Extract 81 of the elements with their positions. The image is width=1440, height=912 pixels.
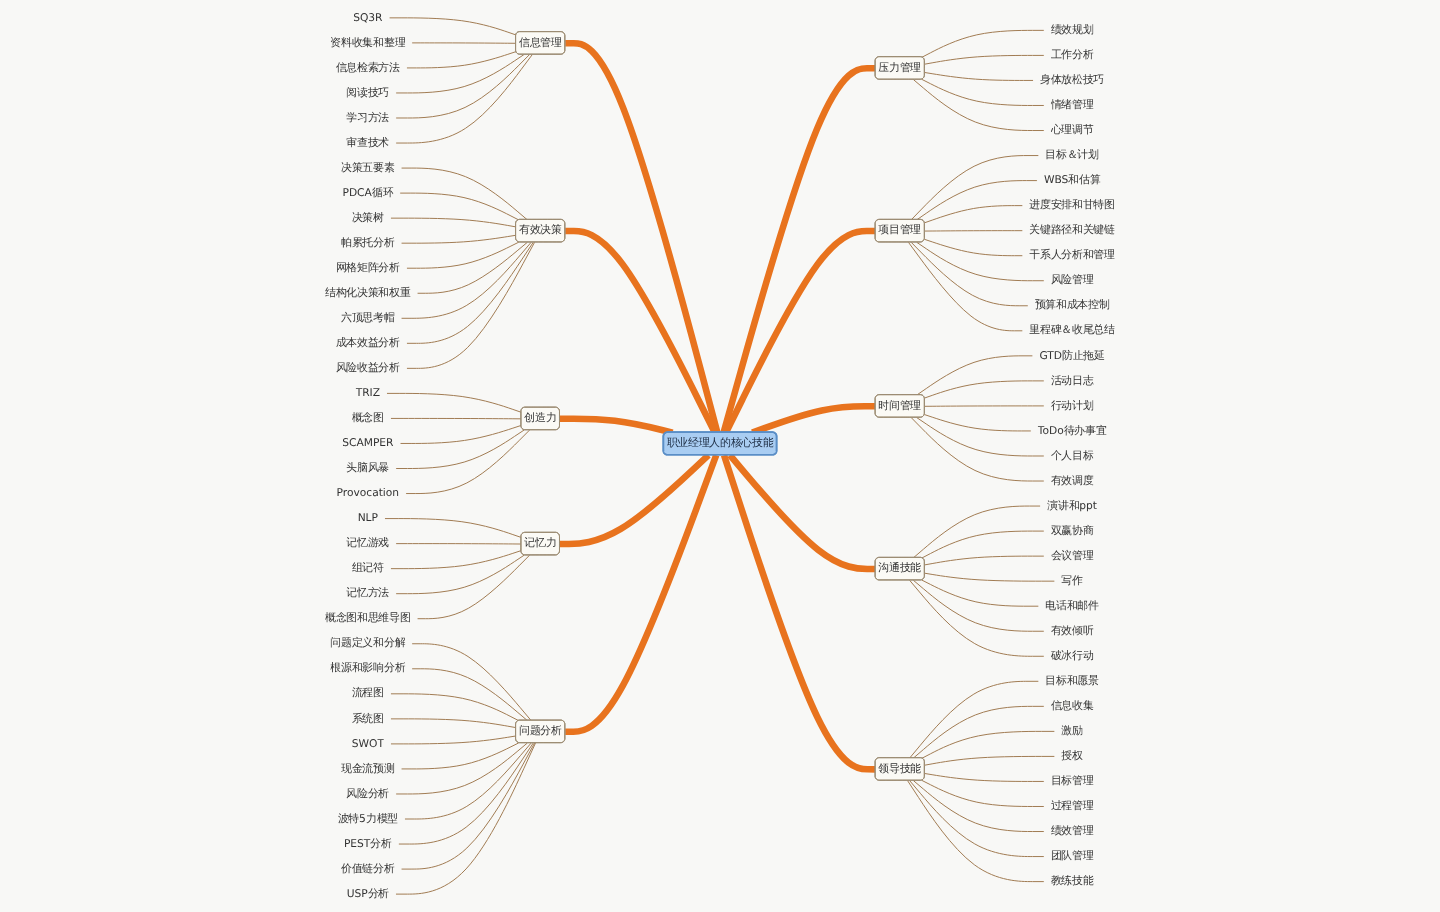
connector: [921, 78, 1045, 106]
connector: [921, 730, 1056, 759]
connector: [405, 241, 520, 269]
connector: [723, 227, 876, 435]
connector: [395, 429, 525, 469]
connector: [395, 742, 528, 795]
connector: [924, 773, 1045, 782]
connector: [559, 452, 711, 548]
connector: [921, 530, 1045, 559]
connector: [909, 780, 1045, 858]
connector: [405, 51, 517, 69]
connector: [751, 402, 876, 436]
connector: [400, 742, 536, 870]
connector: [913, 705, 1045, 759]
connector: [909, 579, 1045, 657]
connector: [411, 643, 532, 721]
connector: [916, 241, 1045, 282]
connector: [913, 780, 1045, 833]
connector: [399, 424, 522, 444]
connector: [389, 417, 522, 420]
connector: [913, 579, 1045, 632]
connector: [395, 54, 525, 94]
connector: [913, 505, 1042, 559]
connector: [565, 227, 718, 435]
connector: [924, 755, 1056, 766]
connector: [916, 355, 1034, 396]
connector: [924, 572, 1056, 582]
connector: [921, 29, 1045, 58]
connector: [924, 72, 1035, 81]
connector: [400, 167, 528, 221]
connector: [924, 555, 1045, 566]
connector: [559, 415, 674, 436]
connector: [400, 742, 520, 770]
connector: [910, 241, 1029, 307]
connector: [924, 230, 1024, 232]
connector: [924, 205, 1024, 224]
connector: [400, 241, 532, 319]
connector: [910, 417, 1045, 482]
connector: [924, 238, 1024, 257]
connector: [389, 718, 517, 729]
connector: [411, 668, 528, 721]
connector: [384, 518, 522, 538]
connector: [924, 380, 1045, 399]
connector: [908, 241, 1024, 332]
connector: [404, 742, 532, 820]
connector: [395, 742, 536, 895]
connector: [386, 392, 522, 413]
connector: [405, 429, 531, 495]
connector: [916, 417, 1045, 457]
connector: [565, 454, 720, 736]
connector: [727, 453, 876, 573]
connector: [910, 155, 1040, 221]
connector: [921, 579, 1040, 607]
connector: [416, 554, 531, 620]
connector: [395, 54, 533, 144]
connector: [395, 554, 525, 595]
connector: [400, 234, 517, 244]
connector: [720, 454, 876, 773]
connector: [405, 241, 534, 344]
connector: [909, 680, 1040, 759]
connector: [924, 414, 1032, 432]
connector: [397, 742, 534, 845]
connector: [389, 217, 517, 228]
connector: [924, 54, 1045, 65]
connector: [395, 543, 522, 545]
connector: [916, 180, 1038, 221]
connector: [389, 693, 520, 722]
connector: [389, 550, 522, 570]
connector: [411, 42, 517, 44]
connector: [416, 241, 528, 294]
connector: [913, 79, 1045, 131]
connector: [388, 17, 517, 36]
connector: [921, 779, 1045, 807]
connector: [924, 405, 1045, 407]
connector: [720, 65, 876, 434]
connector: [405, 241, 536, 369]
connector: [395, 54, 531, 119]
connector: [565, 39, 721, 434]
connector: [390, 735, 517, 745]
connector: [907, 780, 1045, 883]
connector: [399, 192, 520, 221]
